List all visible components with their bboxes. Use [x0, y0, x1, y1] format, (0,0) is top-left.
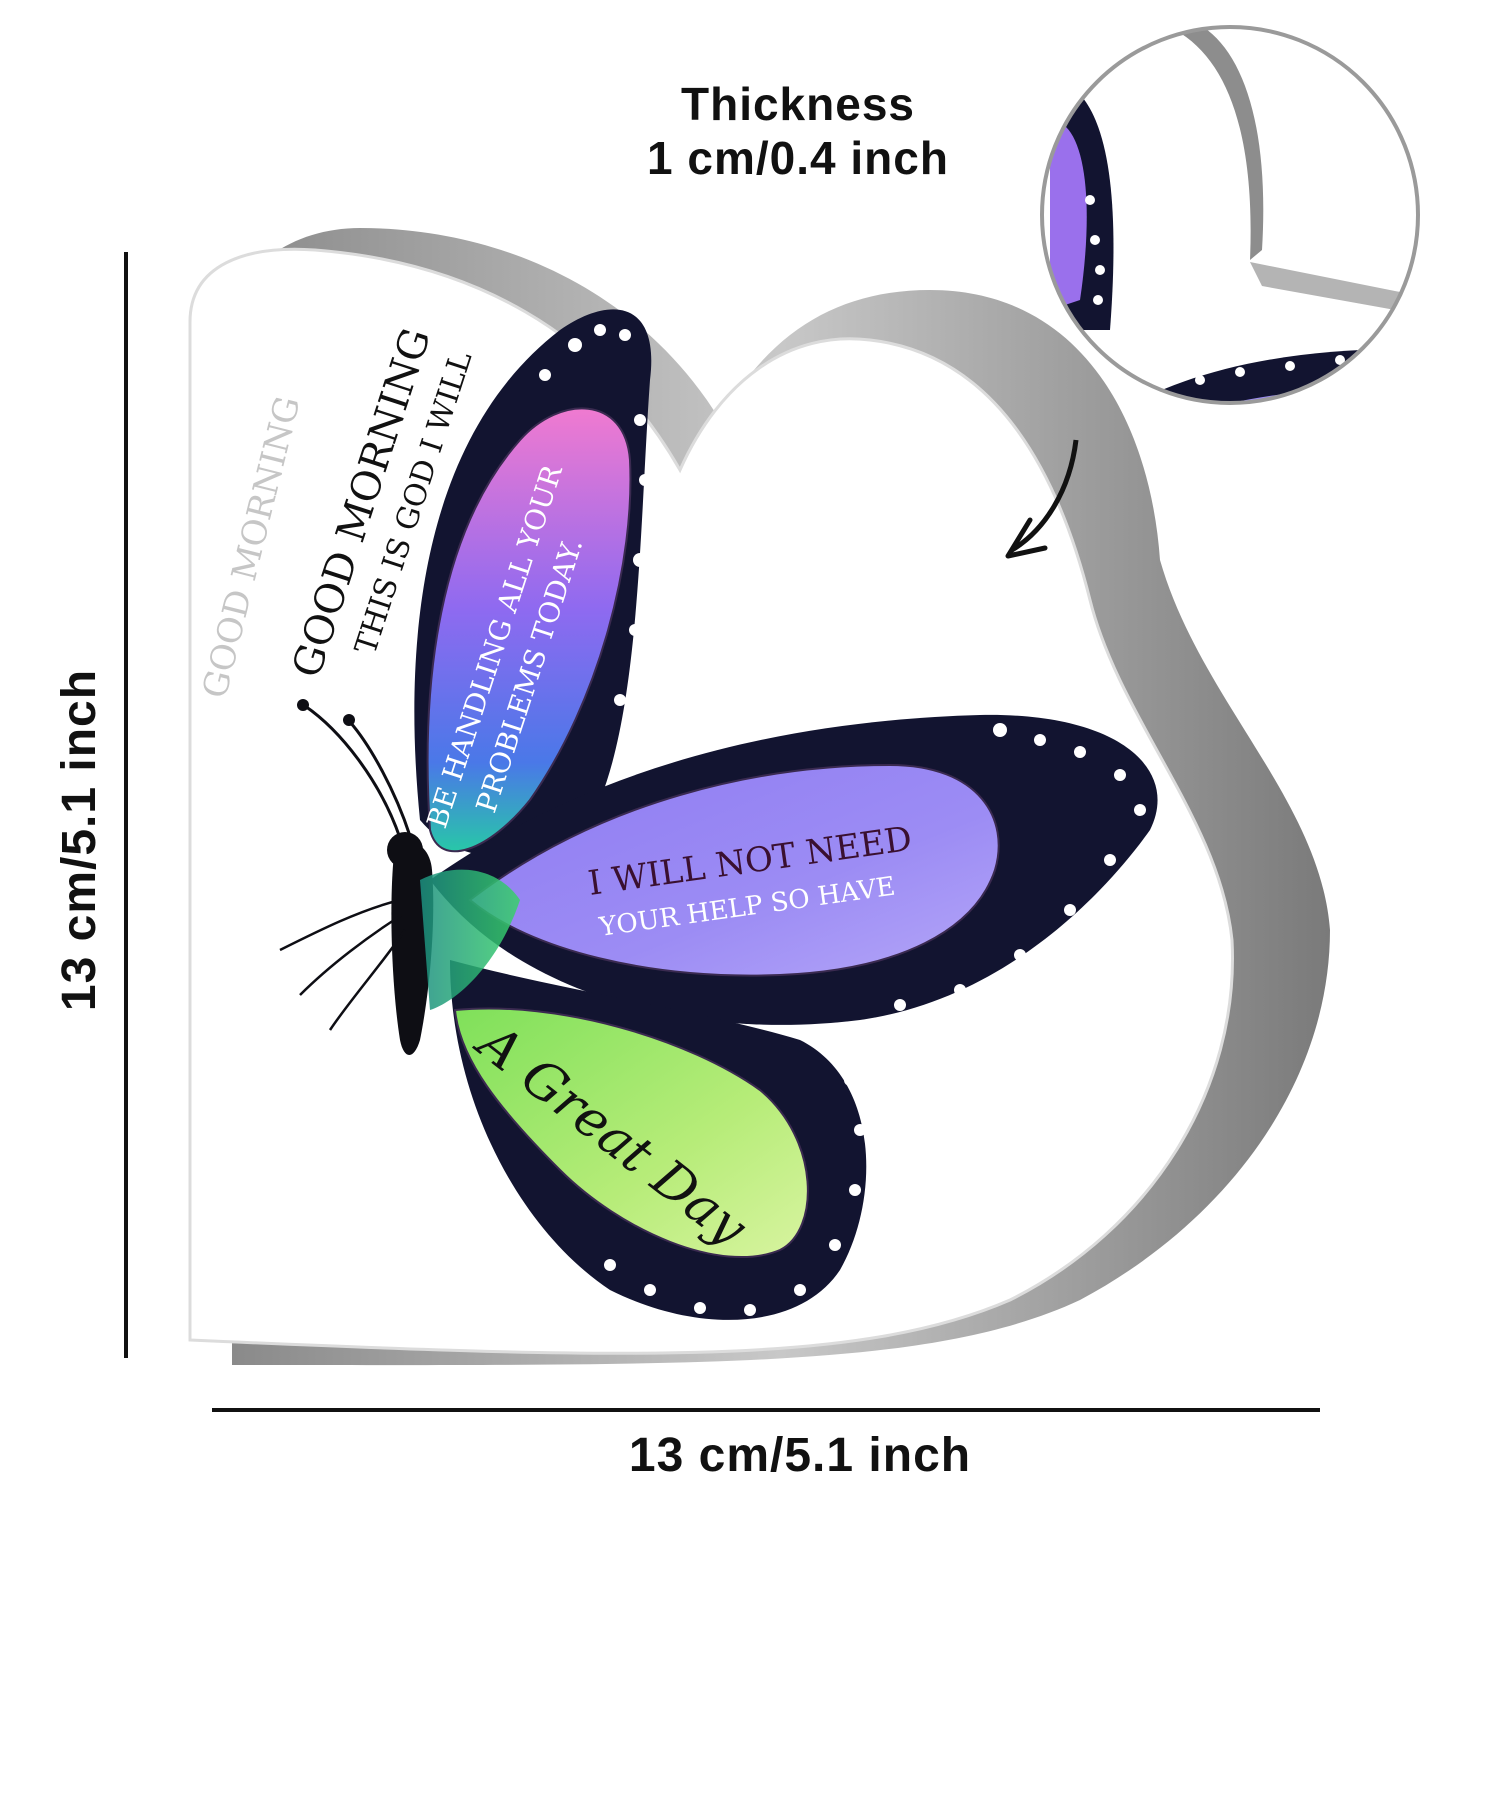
width-label: 13 cm/5.1 inch	[628, 1429, 972, 1482]
wing-cell-middle	[468, 763, 1000, 977]
thickness-value: 1 cm/0.4 inch	[647, 132, 949, 184]
butterfly-antenna-right	[348, 721, 412, 837]
wing-cell-top	[426, 407, 632, 853]
pointer-arrow-head	[1005, 517, 1048, 559]
pointer-arrow	[1010, 439, 1079, 553]
thickness-label: Thickness	[681, 78, 915, 130]
thickness-zoom-detail	[1040, 25, 1420, 405]
height-label: 13 cm/5.1 inch	[53, 668, 106, 1012]
butterfly-antenna-left	[304, 704, 402, 839]
butterfly-head	[387, 832, 423, 868]
wing-cell-bottom	[453, 1007, 809, 1258]
height-label-wrap: 13 cm/5.1 inch	[50, 669, 110, 1800]
butterfly-legs	[279, 898, 407, 1031]
wing-spots	[539, 324, 1146, 1316]
product-illustration: GOOD MORNING GOOD MORNING THIS IS GOD I …	[124, 25, 1420, 1412]
butterfly-thorax-glow	[420, 869, 520, 1010]
